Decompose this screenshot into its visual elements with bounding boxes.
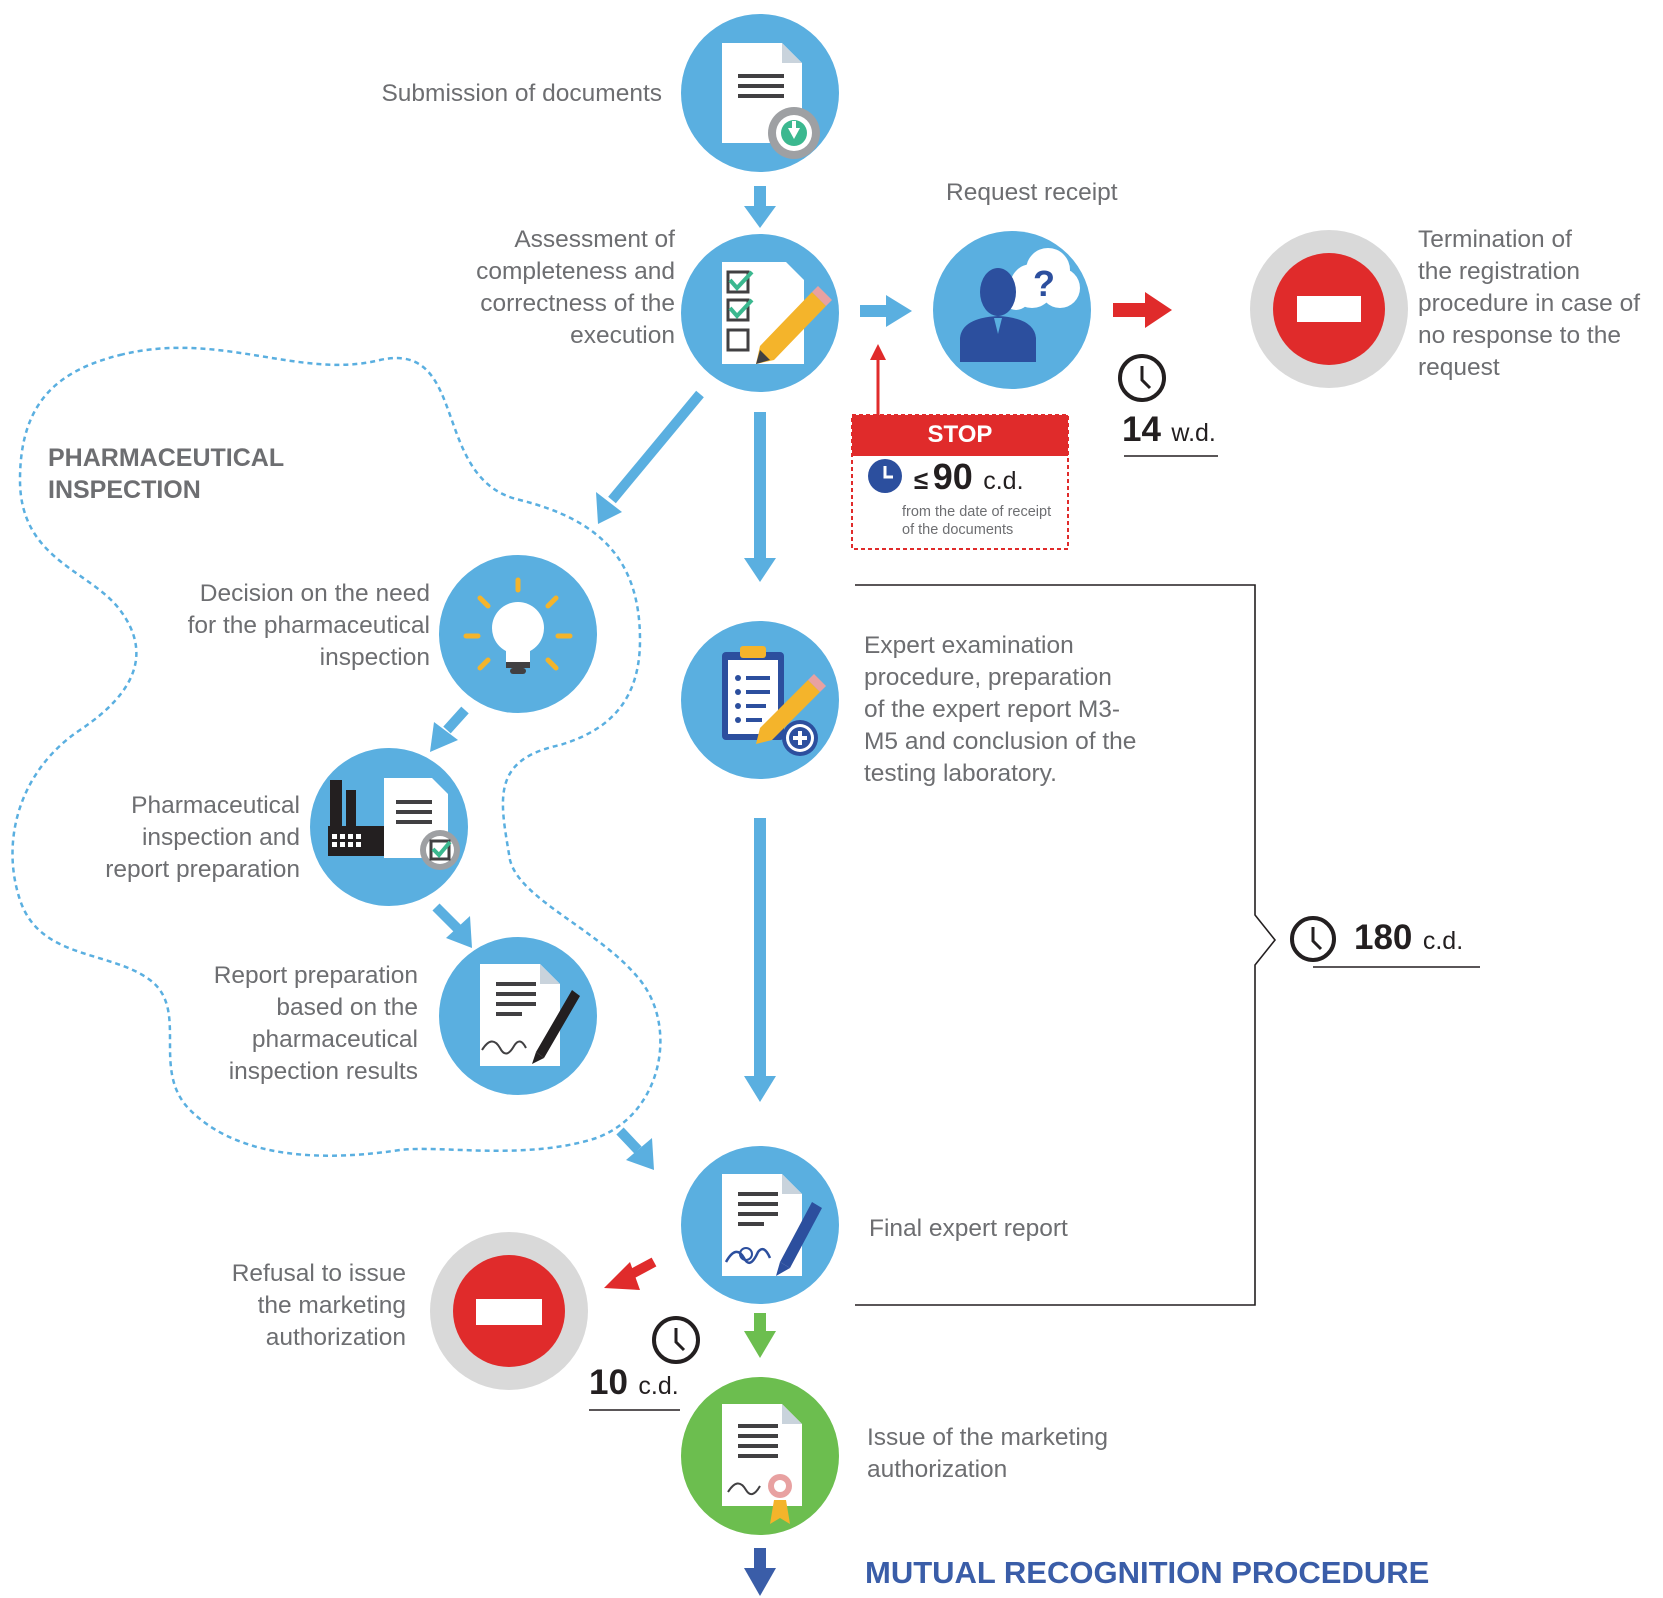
arrow-submission-to-assessment <box>744 186 776 228</box>
report-preparation-label: Report preparation based on the pharmace… <box>213 962 418 1085</box>
arrow-expert-to-final <box>744 818 776 1102</box>
expert-timer-value: 180 <box>1354 918 1413 957</box>
stop-note: from the date of receipt of the document… <box>902 504 1052 538</box>
no-entry-icon <box>1297 296 1361 322</box>
lightbulb-icon <box>463 577 573 674</box>
expert-timer: 180 c.d. <box>1354 918 1463 958</box>
request-timer-clock-icon <box>1118 354 1218 457</box>
arrow-inspection-to-report <box>432 903 472 948</box>
submission-circle <box>681 14 839 172</box>
request-timer-value: 14 <box>1122 410 1161 449</box>
refusal-timer-value: 10 <box>589 1363 628 1402</box>
expert-exam-circle <box>681 621 839 779</box>
arrow-decision-to-inspection <box>430 706 469 752</box>
certificate-icon <box>722 1404 802 1524</box>
issue-circle <box>681 1377 839 1535</box>
clipboard-pencil-icon <box>722 646 826 756</box>
person-question-icon: ? <box>960 248 1080 362</box>
inspection-label: Pharmaceutical inspection and report pre… <box>105 792 300 883</box>
termination-label: Termination of the registration procedur… <box>1418 226 1640 381</box>
stop-symbol: ≤ <box>914 465 929 495</box>
inspection-circle <box>310 748 468 906</box>
request-receipt-label: Request receipt <box>946 179 1118 206</box>
submission-label: Submission of documents <box>381 80 662 107</box>
expert-timer-clock-icon <box>1290 916 1480 968</box>
assessment-label: Assessment of completeness and correctne… <box>476 226 675 349</box>
stop-duration: ≤ 90 c.d. <box>914 456 1024 498</box>
expert-period-bracket <box>855 584 1277 1306</box>
arrow-final-to-issue <box>744 1313 776 1358</box>
arrow-assessment-to-inspection-group <box>596 390 704 524</box>
no-entry-icon <box>476 1299 542 1325</box>
mutual-recognition-title: MUTUAL RECOGNITION PROCEDURE <box>865 1555 1430 1590</box>
final-report-circle <box>681 1146 839 1304</box>
assessment-circle <box>681 234 839 392</box>
arrow-inspection-group-to-final <box>616 1127 654 1170</box>
expert-exam-label: Expert examination procedure, preparatio… <box>864 632 1137 787</box>
refusal-timer-clock-icon <box>589 1316 700 1411</box>
issue-label: Issue of the marketing authorization <box>867 1424 1109 1483</box>
refusal-circle <box>430 1232 588 1390</box>
refusal-label: Refusal to issue the marketing authoriza… <box>231 1260 406 1351</box>
stop-value: 90 <box>932 456 973 497</box>
expert-timer-unit: c.d. <box>1422 927 1464 955</box>
svg-text:?: ? <box>1033 263 1055 304</box>
arrow-issue-to-mutual <box>744 1548 776 1596</box>
pharmaceutical-inspection-title: PHARMACEUTICAL INSPECTION <box>48 444 285 504</box>
arrow-request-to-termination <box>1113 292 1172 328</box>
arrow-final-to-refusal <box>604 1257 657 1290</box>
checklist-pencil-icon <box>722 262 832 364</box>
factory-document-icon <box>328 778 460 870</box>
signed-report-icon <box>722 1174 822 1276</box>
arrow-assessment-to-expert <box>744 412 776 582</box>
arrow-assessment-to-request <box>860 295 912 327</box>
inspection-group-outline <box>11 346 662 1157</box>
final-report-label: Final expert report <box>869 1215 1068 1242</box>
refusal-timer-unit: c.d. <box>638 1372 679 1400</box>
stop-unit: c.d. <box>983 467 1024 495</box>
request-receipt-circle: ? <box>933 231 1091 389</box>
report-preparation-circle <box>439 937 597 1095</box>
refusal-timer: 10 c.d. <box>589 1363 679 1403</box>
document-download-icon <box>722 43 820 159</box>
stop-title: STOP <box>927 421 993 448</box>
stop-box <box>851 414 1069 550</box>
decision-label: Decision on the need for the pharmaceuti… <box>187 580 430 671</box>
document-signature-icon <box>480 964 580 1066</box>
termination-circle <box>1250 230 1408 388</box>
decision-circle <box>439 555 597 713</box>
arrow-stop-to-request <box>870 344 886 415</box>
request-timer-unit: w.d. <box>1171 419 1216 447</box>
request-timer: 14 w.d. <box>1122 410 1216 450</box>
